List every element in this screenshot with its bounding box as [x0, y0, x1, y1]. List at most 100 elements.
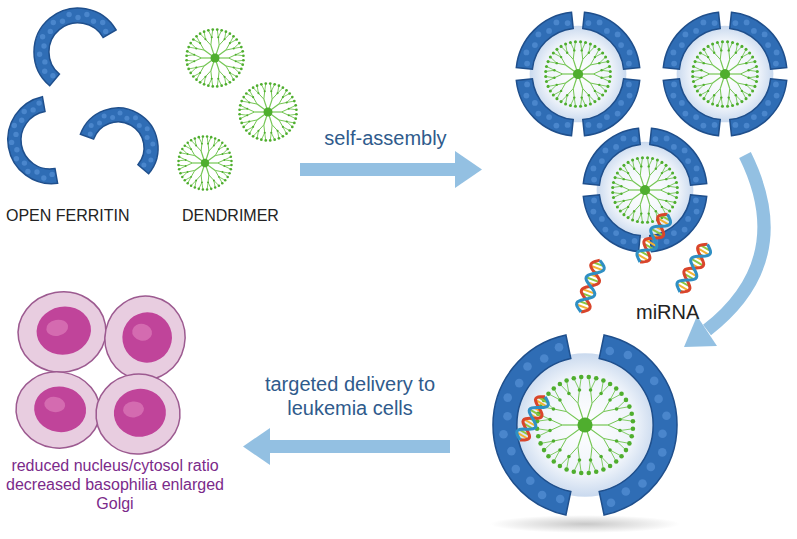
dendrimer-end	[273, 138, 276, 141]
dendrimer-end	[673, 201, 676, 204]
dendrimer-end	[294, 117, 297, 120]
dendrimer-end	[187, 46, 190, 49]
dendrimer-branch	[603, 438, 610, 450]
dendrimer-node	[598, 84, 600, 86]
dendrimer-end	[291, 96, 294, 99]
dendrimer-end	[269, 82, 272, 85]
dendrimer-node	[615, 407, 619, 411]
dendrimer-branch	[247, 112, 254, 115]
dendrimer-branch	[730, 89, 736, 96]
shell-texture	[671, 61, 677, 67]
dendrimer-glyph	[691, 40, 759, 108]
dendrimer-end	[242, 96, 245, 99]
dendrimer-node	[620, 193, 622, 195]
dendrimer-end	[611, 186, 614, 189]
dendrimer-node	[589, 388, 593, 392]
shell-texture	[22, 109, 27, 114]
dendrimer-end	[721, 105, 724, 108]
shell-texture	[693, 114, 699, 120]
ferritin-cage	[583, 128, 706, 251]
dendrimer-node	[185, 165, 187, 167]
shell-texture	[51, 20, 56, 25]
dendrimer-end	[755, 65, 758, 68]
dendrimer-node	[667, 185, 669, 187]
dendrimer-end	[604, 89, 607, 92]
dendrimer-branch	[210, 71, 212, 79]
dendrimer-end	[228, 152, 231, 155]
shell-texture	[536, 111, 542, 117]
dendrimer-end	[564, 102, 567, 105]
dendrimer-node	[608, 448, 612, 452]
shell-texture	[603, 227, 609, 233]
dendrimer-end	[260, 138, 263, 141]
dendrimer-glyph	[238, 82, 298, 142]
mirna-helix	[674, 241, 714, 296]
dendrimer-node	[229, 42, 231, 44]
process-arrow	[300, 151, 482, 188]
dendrimer-node	[566, 52, 568, 54]
dendrimer-branch	[279, 120, 283, 127]
ferritin-shell	[583, 79, 640, 136]
dendrimer-branch	[219, 39, 224, 45]
dendrimer-node	[187, 153, 189, 155]
dendrimer-end	[218, 139, 221, 142]
dendrimer-node	[627, 172, 629, 174]
dendrimer-branch	[258, 125, 263, 131]
dendrimer-end	[273, 83, 276, 86]
dendrimer-branch	[657, 179, 666, 181]
dendrimer-node	[741, 90, 743, 92]
dendrimer-node	[187, 171, 189, 173]
dendrimer-end	[295, 113, 298, 116]
dendrimer-end	[696, 56, 699, 59]
shell-texture	[556, 495, 565, 504]
dendrimer-branch	[196, 146, 201, 151]
dendrimer-node	[745, 62, 747, 64]
shell-texture	[524, 50, 530, 56]
dendrimer-end	[609, 75, 612, 78]
dendrimer-branch	[282, 112, 289, 115]
dendrimer-end	[206, 135, 209, 138]
shell-texture	[774, 93, 780, 99]
dendrimer-node	[713, 94, 715, 96]
dendrimer-branch	[714, 53, 720, 60]
shell-texture	[100, 20, 105, 25]
dendrimer-node	[218, 148, 220, 150]
dendrimer-branch	[603, 400, 610, 412]
dendrimer-node	[553, 69, 555, 71]
dendrimer-end	[269, 139, 272, 142]
dendrimer-node	[185, 159, 187, 161]
dendrimer-end	[252, 135, 255, 138]
dendrimer-end	[627, 404, 632, 409]
shell-texture	[586, 122, 592, 128]
dendrimer-end	[240, 46, 243, 49]
dendrimer-node	[257, 92, 259, 94]
shell-texture	[632, 136, 638, 142]
dendrimer-node	[720, 49, 722, 51]
ferritin-shell	[730, 12, 787, 69]
dendrimer-end	[589, 102, 592, 105]
shell-texture	[110, 115, 115, 120]
dendrimer-end	[572, 376, 577, 381]
dendrimer-end	[230, 156, 233, 159]
dendrimer-end	[241, 50, 244, 53]
dendrimer-branch	[201, 144, 203, 151]
shell-texture	[524, 93, 530, 99]
dendrimer-end	[546, 392, 551, 397]
dendrimer-end	[224, 144, 227, 147]
dendrimer-branch	[704, 83, 713, 85]
dendrimer-node	[655, 168, 657, 170]
dendrimer-end	[572, 469, 577, 474]
dendrimer-end	[651, 157, 654, 160]
dendrimer-end	[598, 48, 601, 51]
dendrimer-branch	[200, 43, 204, 50]
dendrimer-end	[569, 41, 572, 44]
dendrimer-core	[640, 185, 650, 195]
shell-texture	[694, 209, 700, 215]
shell-texture	[515, 379, 524, 388]
shell-texture	[41, 43, 46, 48]
strand	[634, 211, 674, 266]
dendrimer-node	[728, 96, 730, 98]
dendrimer-node	[665, 200, 667, 202]
dendrimer-end	[594, 469, 599, 474]
shell-texture	[591, 209, 597, 215]
